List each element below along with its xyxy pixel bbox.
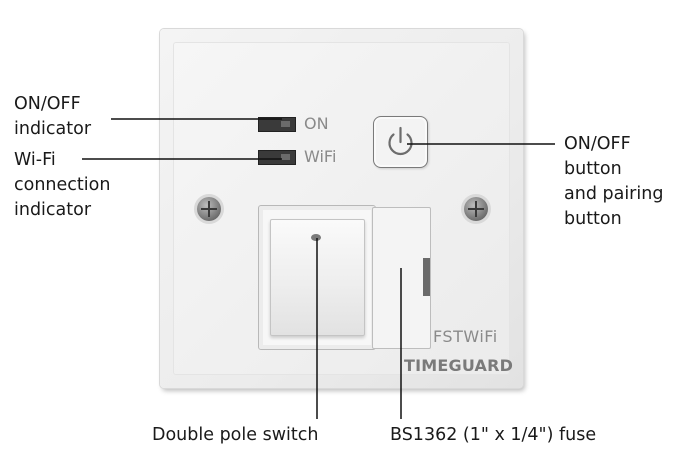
on-off-button-line-1: ON/OFF bbox=[564, 134, 631, 154]
fuse-label: BS1362 (1" x 1/4") fuse bbox=[390, 425, 597, 445]
on-off-button-label: ON/OFF button and pairing button bbox=[564, 132, 663, 232]
on-off-pairing-button[interactable] bbox=[373, 116, 428, 168]
model-name: FSTWiFi bbox=[433, 327, 498, 346]
on-off-button-line-4: button bbox=[564, 209, 622, 229]
wifi-indicator-label: Wi-Fi connection indicator bbox=[14, 148, 110, 223]
double-pole-switch-label: Double pole switch bbox=[152, 425, 319, 445]
fuse-release-tab[interactable] bbox=[423, 258, 430, 296]
on-off-led bbox=[258, 117, 296, 132]
on-off-button-line-3: and pairing bbox=[564, 184, 664, 204]
power-icon bbox=[388, 126, 413, 156]
wifi-indicator-line-1: Wi-Fi bbox=[14, 150, 56, 170]
switch-indicator-dot bbox=[311, 234, 321, 241]
left-screw-icon bbox=[197, 197, 221, 221]
led-wifi-label: WiFi bbox=[304, 147, 337, 166]
on-off-button-line-2: button bbox=[564, 159, 622, 179]
right-screw-icon bbox=[464, 197, 488, 221]
wifi-led bbox=[258, 150, 296, 165]
on-off-indicator-line-2: indicator bbox=[14, 119, 92, 139]
led-on-label: ON bbox=[304, 114, 329, 133]
on-off-indicator-line-1: ON/OFF bbox=[14, 94, 81, 114]
wifi-indicator-line-3: indicator bbox=[14, 200, 92, 220]
brand-name: TIMEGUARD bbox=[404, 356, 514, 375]
wifi-indicator-line-2: connection bbox=[14, 175, 111, 195]
on-off-indicator-label: ON/OFF indicator bbox=[14, 92, 91, 142]
